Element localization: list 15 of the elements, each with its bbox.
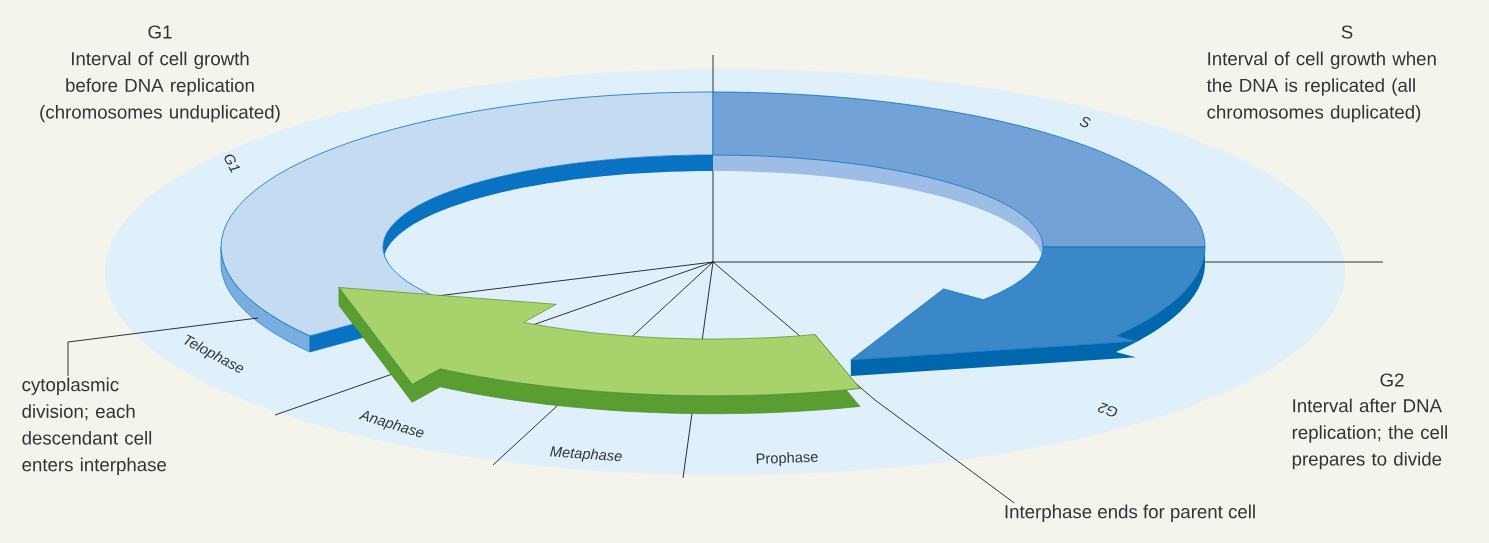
ring-label: G1 [224, 154, 241, 173]
callout-text: Interphase ends for parent cell [1005, 504, 1255, 522]
phase-description: Interval of cell growth when the DNA is replicated (all chromosomes duplicated) [1206, 51, 1436, 123]
ring-label: G2 [1097, 402, 1118, 417]
leader-line [874, 399, 1015, 504]
leader-line [67, 317, 259, 377]
phase-label: Prophase [756, 452, 818, 467]
phase-description: Interval of cell growth before DNA replication (chromosomes unduplicated) [40, 51, 280, 123]
phase-heading: G1 [148, 25, 172, 39]
phase-heading: G2 [1380, 373, 1404, 387]
phase-description: Interval after DNA replication; the cell prepares to divide [1292, 398, 1447, 470]
phase-label: Metaphase [550, 446, 622, 462]
ring-label: S [1079, 117, 1091, 128]
phase-heading: S [1341, 25, 1353, 39]
callout-text: cytoplasmic division; each descendant cell enters interphase [22, 377, 166, 475]
